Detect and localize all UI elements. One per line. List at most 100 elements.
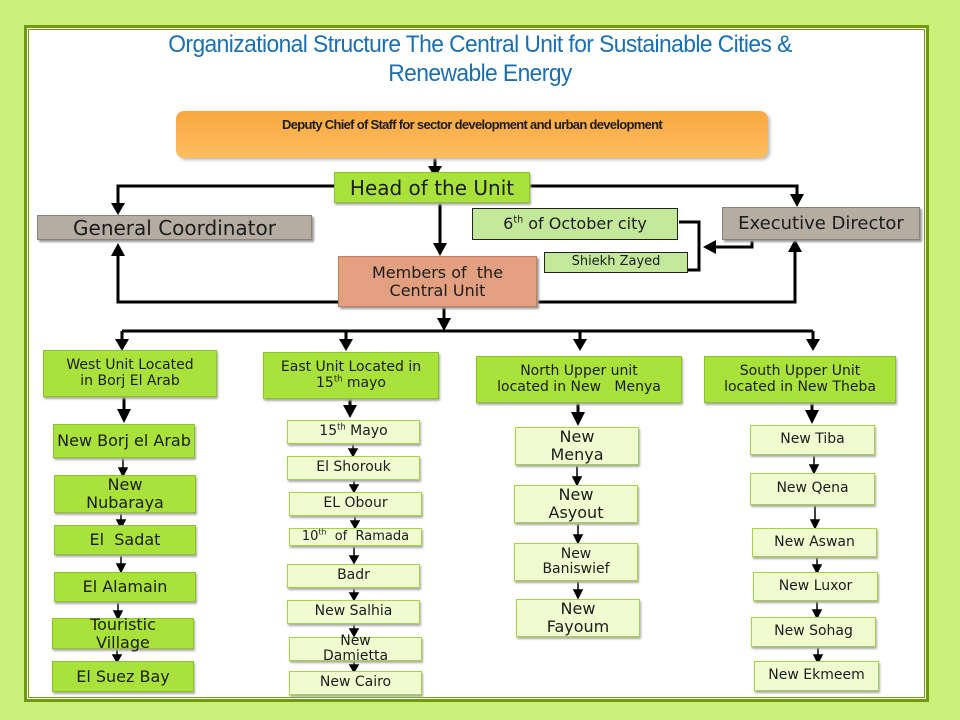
executive-director-box: Executive Director xyxy=(722,207,920,240)
city-box-south: New Sohag xyxy=(751,617,876,647)
arrowhead xyxy=(111,203,125,215)
city-label: El Suez Bay xyxy=(76,666,170,686)
city-label: 10th of Ramada xyxy=(301,527,410,544)
city-label: 15th Mayo xyxy=(319,421,388,440)
title-line-1: Organizational Structure The Central Uni… xyxy=(168,31,792,58)
arrowhead xyxy=(339,339,353,351)
city-label: Touristic Village xyxy=(90,614,156,652)
east-unit-label-2: 15th mayo xyxy=(316,372,386,391)
city-box-west: New Nubaraya xyxy=(54,475,196,513)
city-label: New Asyout xyxy=(548,485,604,522)
city-label: Badr xyxy=(337,567,370,584)
city-box-south: New Tiba xyxy=(750,425,875,455)
city-box-east: 15th Mayo xyxy=(287,420,420,444)
north-unit-label-1: North Upper unit xyxy=(520,363,638,380)
city-box-north: New Baniswief xyxy=(514,543,638,581)
city-box-south: New Luxor xyxy=(753,572,878,601)
north-unit-label-2: located in New Menya xyxy=(497,378,661,395)
city-label: New Menya xyxy=(550,427,604,464)
city-label: New Salhia xyxy=(314,603,393,620)
west-unit-label-2: in Borj El Arab xyxy=(80,372,180,389)
arrowhead xyxy=(437,318,451,331)
city-label: New Damietta xyxy=(322,632,389,664)
city-label: EL Obour xyxy=(323,495,388,512)
head-of-unit-label: Head of the Unit xyxy=(349,175,515,200)
city-label: El Alamain xyxy=(82,577,168,597)
sheikh-zayed-label: Shiekh Zayed xyxy=(571,254,661,270)
arrowhead xyxy=(806,339,820,351)
arrowhead xyxy=(117,409,131,423)
general-coordinator-box: General Coordinator xyxy=(37,215,312,240)
city-box-west: El Alamain xyxy=(54,572,196,602)
south-unit-box: South Upper Unit located in New Theba xyxy=(704,356,896,403)
city-label: New Ekmeem xyxy=(768,667,865,684)
north-unit-box: North Upper unit located in New Menya xyxy=(476,356,682,403)
city-label: New Nubaraya xyxy=(86,475,164,512)
city-label: New Qena xyxy=(776,480,849,497)
city-label: New Luxor xyxy=(778,577,853,594)
city-label: New Tiba xyxy=(780,431,845,448)
city-label: New Cairo xyxy=(319,674,392,691)
arrowhead xyxy=(115,339,129,351)
deputy-chief-label: Deputy Chief of Staff for sector develop… xyxy=(282,117,663,132)
connector-members-coordinator xyxy=(116,254,338,304)
city-label: New Baniswief xyxy=(542,545,610,577)
members-label-line-1: Members of the xyxy=(371,262,504,282)
city-label: New Aswan xyxy=(774,533,855,550)
connector-head-coordinator xyxy=(116,184,334,205)
city-box-east: New Cairo xyxy=(289,671,422,695)
arrowhead xyxy=(703,240,716,254)
october-city-label: 6th of October city xyxy=(503,214,647,234)
city-box-north: New Fayoum xyxy=(516,599,640,637)
head-of-unit-box: Head of the Unit xyxy=(334,172,530,203)
arrowhead xyxy=(111,243,125,256)
connector-members-executive xyxy=(538,250,797,304)
city-box-west: El Suez Bay xyxy=(52,661,194,692)
east-unit-box: East Unit Located in 15th mayo xyxy=(263,352,439,399)
general-coordinator-label: General Coordinator xyxy=(73,215,276,240)
sheikh-zayed-box: Shiekh Zayed xyxy=(544,252,688,273)
west-unit-label-1: West Unit Located xyxy=(66,357,194,374)
members-label-line-2: Central Unit xyxy=(389,280,486,300)
city-box-west: El Sadat xyxy=(54,525,196,555)
arrowhead xyxy=(573,339,587,351)
city-box-east: Badr xyxy=(287,564,420,588)
city-box-east: New Damietta xyxy=(289,633,422,664)
south-unit-label-2: located in New Theba xyxy=(724,378,876,395)
city-box-east: 10th of Ramada xyxy=(289,528,422,546)
city-box-east: New Salhia xyxy=(287,600,420,624)
members-central-unit-box: Members of the Central Unit xyxy=(338,256,537,307)
south-unit-label-1: South Upper Unit xyxy=(739,363,861,380)
city-box-south: New Ekmeem xyxy=(754,661,879,691)
arrowhead xyxy=(805,410,819,424)
city-label: El Sadat xyxy=(89,530,161,550)
deputy-chief-box: Deputy Chief of Staff for sector develop… xyxy=(176,111,768,158)
city-box-south: New Qena xyxy=(750,473,875,505)
east-unit-label-1: East Unit Located in xyxy=(280,359,422,376)
page-title: Organizational Structure The Central Uni… xyxy=(62,30,898,88)
city-box-east: El Shorouk xyxy=(287,456,420,480)
city-label: New Borj el Arab xyxy=(57,431,191,451)
city-box-west: New Borj el Arab xyxy=(53,424,195,458)
west-unit-box: West Unit Located in Borj El Arab xyxy=(43,350,217,397)
city-label: El Shorouk xyxy=(316,459,391,476)
arrowhead xyxy=(433,243,447,256)
city-box-south: New Aswan xyxy=(752,528,877,557)
connector-head-executive xyxy=(530,184,799,196)
arrowhead xyxy=(571,412,585,426)
city-box-north: New Menya xyxy=(515,427,639,465)
city-label: New Fayoum xyxy=(546,599,610,636)
city-box-east: EL Obour xyxy=(289,492,422,516)
city-box-north: New Asyout xyxy=(514,485,638,523)
city-box-west: Touristic Village xyxy=(52,614,194,652)
arrowhead xyxy=(788,239,802,252)
title-line-2: Renewable Energy xyxy=(388,60,572,87)
city-bracket xyxy=(678,220,701,272)
arrowhead xyxy=(790,194,804,207)
city-label: New Sohag xyxy=(774,623,853,640)
connector-executive-cities xyxy=(715,241,754,249)
arrowhead xyxy=(343,405,357,418)
executive-director-label: Executive Director xyxy=(738,212,904,234)
october-city-box: 6th of October city xyxy=(472,208,678,240)
